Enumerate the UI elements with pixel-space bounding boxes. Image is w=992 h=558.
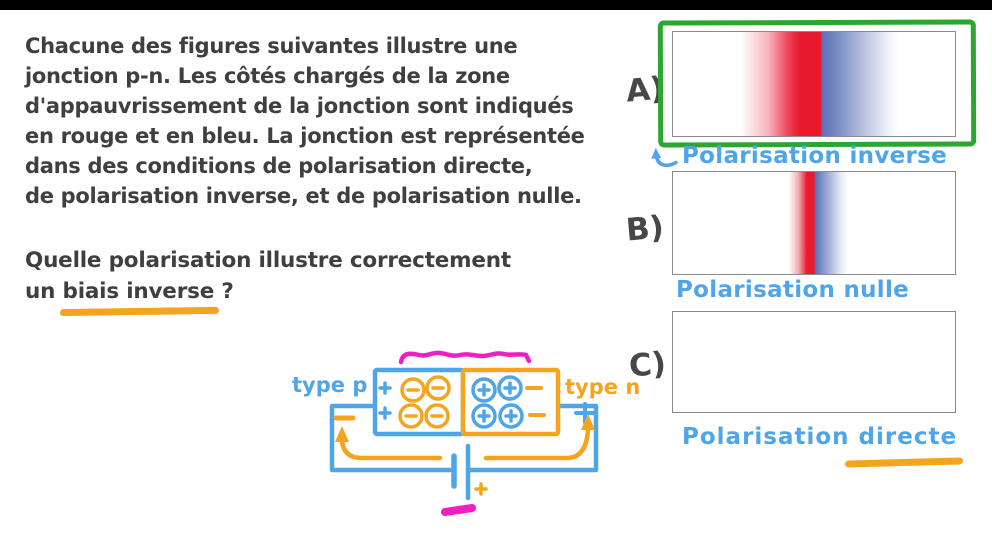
circuit-wire bbox=[329, 403, 599, 473]
option-b-junction-figure[interactable] bbox=[672, 171, 956, 275]
current-arrow-right bbox=[483, 414, 595, 461]
paragraph-line: Chacune des figures suivantes illustre u… bbox=[25, 34, 518, 58]
option-c-caption-text: Polarisation directe bbox=[682, 424, 958, 450]
letterbox-top-bar bbox=[0, 0, 992, 10]
type-p-label: type p bbox=[292, 373, 367, 397]
positive-terminal-icon bbox=[574, 402, 596, 424]
paragraph-line: en rouge et en bleu. La jonction est rep… bbox=[25, 124, 585, 148]
prompt-line: un biais inverse ? bbox=[25, 276, 511, 307]
underlined-term: biais inverse bbox=[63, 276, 215, 307]
question-prompt: Quelle polarisation illustre correctemen… bbox=[25, 245, 511, 307]
pn-junction-circuit-diagram: type p type n bbox=[292, 350, 640, 516]
question-paragraph: Chacune des figures suivantes illustre u… bbox=[25, 31, 635, 211]
type-n-label: type n bbox=[565, 375, 640, 399]
option-c-junction-figure[interactable] bbox=[672, 311, 956, 413]
magenta-squiggle bbox=[398, 350, 532, 365]
prompt-prefix: un bbox=[25, 279, 63, 304]
question-mark: ? bbox=[214, 279, 234, 304]
current-arrow-left bbox=[335, 426, 443, 461]
prompt-line: Quelle polarisation illustre correctemen… bbox=[25, 248, 511, 273]
curved-arrow-icon bbox=[651, 147, 678, 168]
option-b-caption: Polarisation nulle bbox=[676, 277, 909, 303]
paragraph-line: dans des conditions de polarisation dire… bbox=[25, 154, 533, 178]
battery-plus-icon bbox=[474, 482, 488, 496]
magenta-dash bbox=[441, 504, 476, 516]
paragraph-line: d'appauvrissement de la jonction sont in… bbox=[25, 94, 574, 118]
option-b-label: B) bbox=[624, 209, 666, 249]
hole-ion-icons bbox=[398, 375, 451, 429]
option-a-caption-text: Polarisation inverse bbox=[682, 143, 948, 169]
orange-underline bbox=[844, 457, 964, 468]
option-b-caption-text: Polarisation nulle bbox=[676, 277, 910, 303]
option-c-caption: Polarisation directe bbox=[682, 424, 957, 450]
n-side-minus-charges bbox=[525, 386, 546, 417]
option-a-junction-figure[interactable] bbox=[672, 31, 956, 137]
option-a-caption: Polarisation inverse bbox=[650, 143, 947, 169]
electron-ion-icons bbox=[471, 375, 524, 429]
p-side-plus-charges bbox=[378, 381, 392, 420]
battery-icon bbox=[451, 443, 471, 501]
paragraph-line: de polarisation inverse, et de polarisat… bbox=[25, 184, 582, 208]
paragraph-line: jonction p-n. Les côtés chargés de la zo… bbox=[25, 64, 510, 88]
